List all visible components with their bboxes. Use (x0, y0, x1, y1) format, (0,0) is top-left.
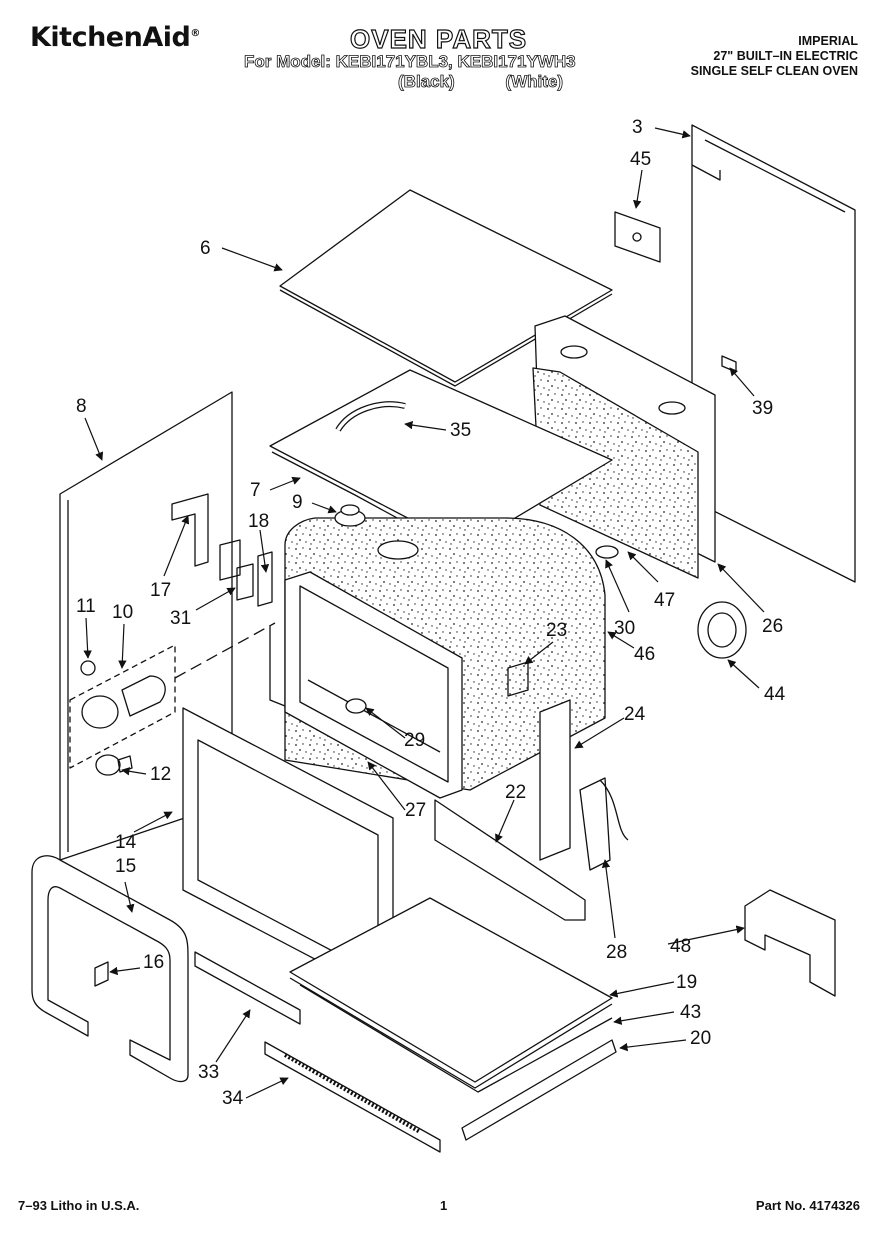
callout-labels: 3 45 6 39 8 35 7 9 18 17 31 11 10 23 30 … (76, 117, 786, 1109)
callout-48: 48 (670, 936, 691, 957)
part-rail (434, 799, 586, 921)
callout-34: 34 (222, 1088, 244, 1109)
callout-20: 20 (690, 1028, 711, 1049)
callout-33: 33 (198, 1062, 219, 1083)
description-line-1: IMPERIAL (798, 34, 858, 48)
part-hinge (579, 777, 611, 871)
page-title: OVEN PARTS (349, 23, 528, 54)
callout-47: 47 (654, 590, 675, 611)
callout-46: 46 (634, 644, 655, 665)
part-trim-33 (194, 951, 301, 1025)
callout-18: 18 (248, 511, 269, 532)
callout-39: 39 (752, 398, 773, 419)
callout-43: 43 (680, 1002, 701, 1023)
callout-29: 29 (404, 730, 425, 751)
callout-7: 7 (250, 480, 261, 501)
callout-11: 11 (76, 596, 96, 617)
part-bracket-48 (744, 889, 836, 997)
brand-logo: KitchenAid® (30, 22, 200, 53)
callout-30: 30 (614, 618, 635, 639)
part-hinge-bracket (539, 699, 571, 861)
callout-45: 45 (630, 149, 651, 170)
description-line-3: SINGLE SELF CLEAN OVEN (690, 64, 858, 78)
part-rear-panel (691, 124, 856, 583)
trademark: ® (190, 28, 200, 39)
callout-6: 6 (200, 238, 211, 259)
part-number: Part No. 4174326 (755, 1198, 860, 1213)
brand-text: KitchenAid (30, 22, 191, 53)
callout-3: 3 (632, 117, 643, 138)
callout-27: 27 (405, 800, 426, 821)
callout-35: 35 (450, 420, 471, 441)
part-door-gasket (31, 855, 189, 1083)
callout-26: 26 (762, 616, 783, 637)
part-bottom-pan (289, 897, 613, 1083)
callout-19: 19 (676, 972, 697, 993)
variant-white: (White) (505, 72, 564, 92)
part-light-housing (69, 644, 176, 769)
print-info: 7–93 Litho in U.S.A. (18, 1198, 140, 1213)
variant-black: (Black) (398, 72, 455, 92)
callout-14: 14 (115, 832, 137, 853)
part-bracket (614, 211, 661, 263)
part-top-panel (279, 189, 613, 383)
callout-22: 22 (505, 782, 526, 803)
callout-12: 12 (150, 764, 171, 785)
callout-15: 15 (115, 856, 136, 877)
callout-17: 17 (150, 580, 171, 601)
product-description: IMPERIAL 27" BUILT–IN ELECTRIC SINGLE SE… (691, 34, 858, 79)
part-vent-grille (264, 1041, 441, 1153)
leader-lines (83, 127, 765, 1099)
callout-28: 28 (606, 942, 627, 963)
callout-24: 24 (624, 704, 646, 725)
model-variants: (Black) (White) (398, 72, 564, 92)
callout-16: 16 (143, 952, 164, 973)
part-trim-20 (461, 1039, 617, 1141)
callout-23: 23 (546, 620, 567, 641)
page-number: 1 (440, 1198, 448, 1213)
callout-8: 8 (76, 396, 87, 417)
model-line: For Model: KEBI171YBL3, KEBI171YWH3 (244, 52, 576, 72)
callout-44: 44 (764, 684, 786, 705)
callout-10: 10 (112, 602, 133, 623)
callout-9: 9 (292, 492, 303, 513)
callout-31: 31 (170, 608, 191, 629)
description-line-2: 27" BUILT–IN ELECTRIC (713, 49, 858, 63)
